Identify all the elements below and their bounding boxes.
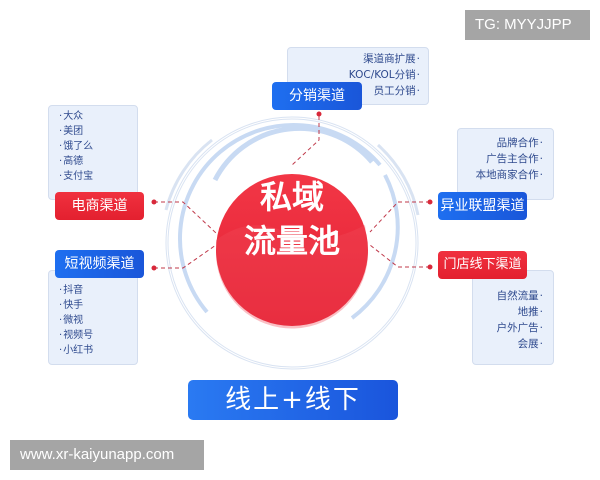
center-title-line1: 私域 [259,178,324,216]
list-item: KOC/KOL分销 [288,67,420,83]
center-circle [216,174,368,326]
watermark-bottom-left: www.xr-kaiyunapp.com [10,440,204,470]
list-item: 美团 [59,124,137,139]
offline-store-channel-tag[interactable]: 门店线下渠道 [438,251,527,279]
center-title: 私域 流量池 [217,175,367,263]
list-item: 品牌合作 [458,135,543,151]
distribution-channel-tag[interactable]: 分销渠道 [272,82,362,110]
list-item: 大众 [59,109,137,124]
list-item: 广告主合作 [458,151,543,167]
connectors [154,116,430,269]
list-item: 高德 [59,154,137,169]
center-wave [216,225,369,329]
center-title-line2: 流量池 [243,222,340,260]
list-item: 快手 [59,298,137,313]
inner-arc [212,125,374,182]
list-item: 会展 [473,336,543,352]
list-item: 地推 [473,304,543,320]
list-item: 渠道商扩展 [288,51,420,67]
list-item: 支付宝 [59,169,137,184]
list-item: 微视 [59,313,137,328]
alliance-channel-tag[interactable]: 异业联盟渠道 [438,192,527,220]
short-video-list: 抖音 快手 微视 视频号 小红书 [48,270,138,365]
offline-store-list: 自然流量 地推 户外广告 会展 [472,270,554,365]
list-item: 小红书 [59,343,137,358]
list-item: 自然流量 [473,288,543,304]
ecommerce-list: 大众 美团 饿了么 高德 支付宝 [48,105,138,200]
list-item: 户外广告 [473,320,543,336]
list-item: 抖音 [59,283,137,298]
list-item: 员工分销 [288,83,420,99]
list-item: 视频号 [59,328,137,343]
ecommerce-channel-tag[interactable]: 电商渠道 [55,192,144,220]
outer-ring [165,116,419,370]
watermark-top-right: TG: MYYJJPP [465,10,590,40]
online-offline-button[interactable]: 线上+线下 [188,380,398,420]
connector-dots [151,111,433,271]
list-item: 饿了么 [59,139,137,154]
list-item: 本地商家合作 [458,167,543,183]
short-video-channel-tag[interactable]: 短视频渠道 [55,250,144,278]
alliance-list: 品牌合作 广告主合作 本地商家合作 [457,128,554,200]
